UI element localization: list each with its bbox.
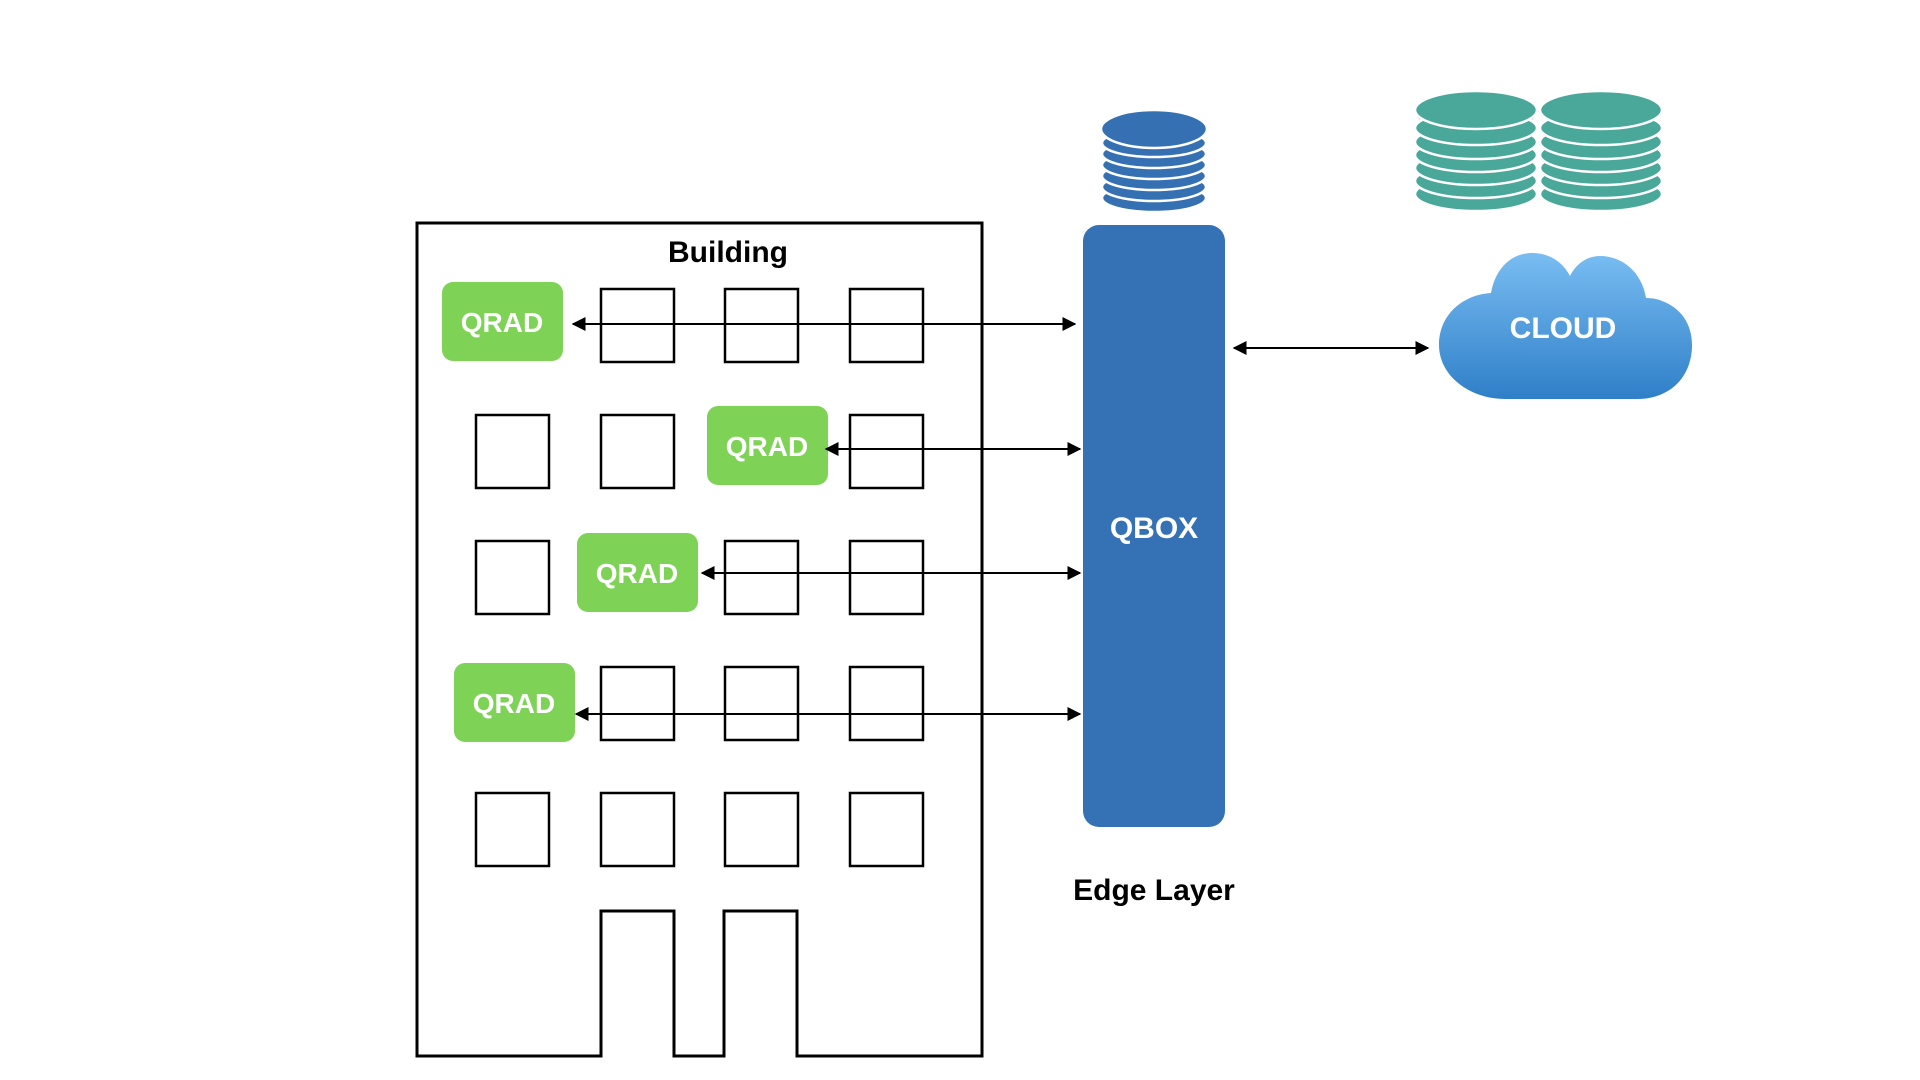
cloud-section: CLOUD [1413, 89, 1692, 399]
window [723, 539, 800, 616]
qbox [1083, 225, 1225, 827]
window [848, 665, 925, 742]
qrad-box [707, 406, 828, 485]
building-title: Building [668, 236, 788, 269]
cloud-icon: CLOUD [1439, 253, 1692, 399]
window [848, 791, 925, 868]
database-stack-icon [1413, 89, 1539, 213]
qrad-node: QRAD [707, 406, 828, 485]
building-windows [474, 287, 925, 868]
database-stack-icon [1538, 89, 1664, 213]
window [848, 539, 925, 616]
qrad-node: QRAD [442, 282, 563, 361]
window [848, 287, 925, 364]
building-outline [415, 221, 984, 1058]
window [599, 287, 676, 364]
cloud-label: CLOUD [1510, 312, 1617, 345]
window [474, 539, 551, 616]
window [599, 791, 676, 868]
window [599, 413, 676, 490]
window [723, 665, 800, 742]
window [599, 665, 676, 742]
qrad-node: QRAD [577, 533, 698, 612]
building: Building QRAD [415, 221, 984, 1058]
edge-layer-label: Edge Layer [1073, 874, 1235, 907]
qrad-label: QRAD [473, 688, 555, 719]
database-stack-icon [1099, 108, 1209, 214]
qrad-label: QRAD [596, 558, 678, 589]
window [474, 791, 551, 868]
window [723, 791, 800, 868]
qrad-label: QRAD [461, 307, 543, 338]
qrad-box [442, 282, 563, 361]
qrad-box [454, 663, 575, 742]
qrad-connectors [571, 317, 1082, 721]
qrad-box [577, 533, 698, 612]
window [723, 287, 800, 364]
edge-layer: QBOX Edge Layer [1073, 108, 1235, 907]
qrad-node: QRAD [454, 663, 575, 742]
qrad-label: QRAD [726, 431, 808, 462]
qbox-label: QBOX [1110, 512, 1198, 545]
window [848, 413, 925, 490]
window [474, 413, 551, 490]
cloud-shape [1439, 253, 1692, 399]
